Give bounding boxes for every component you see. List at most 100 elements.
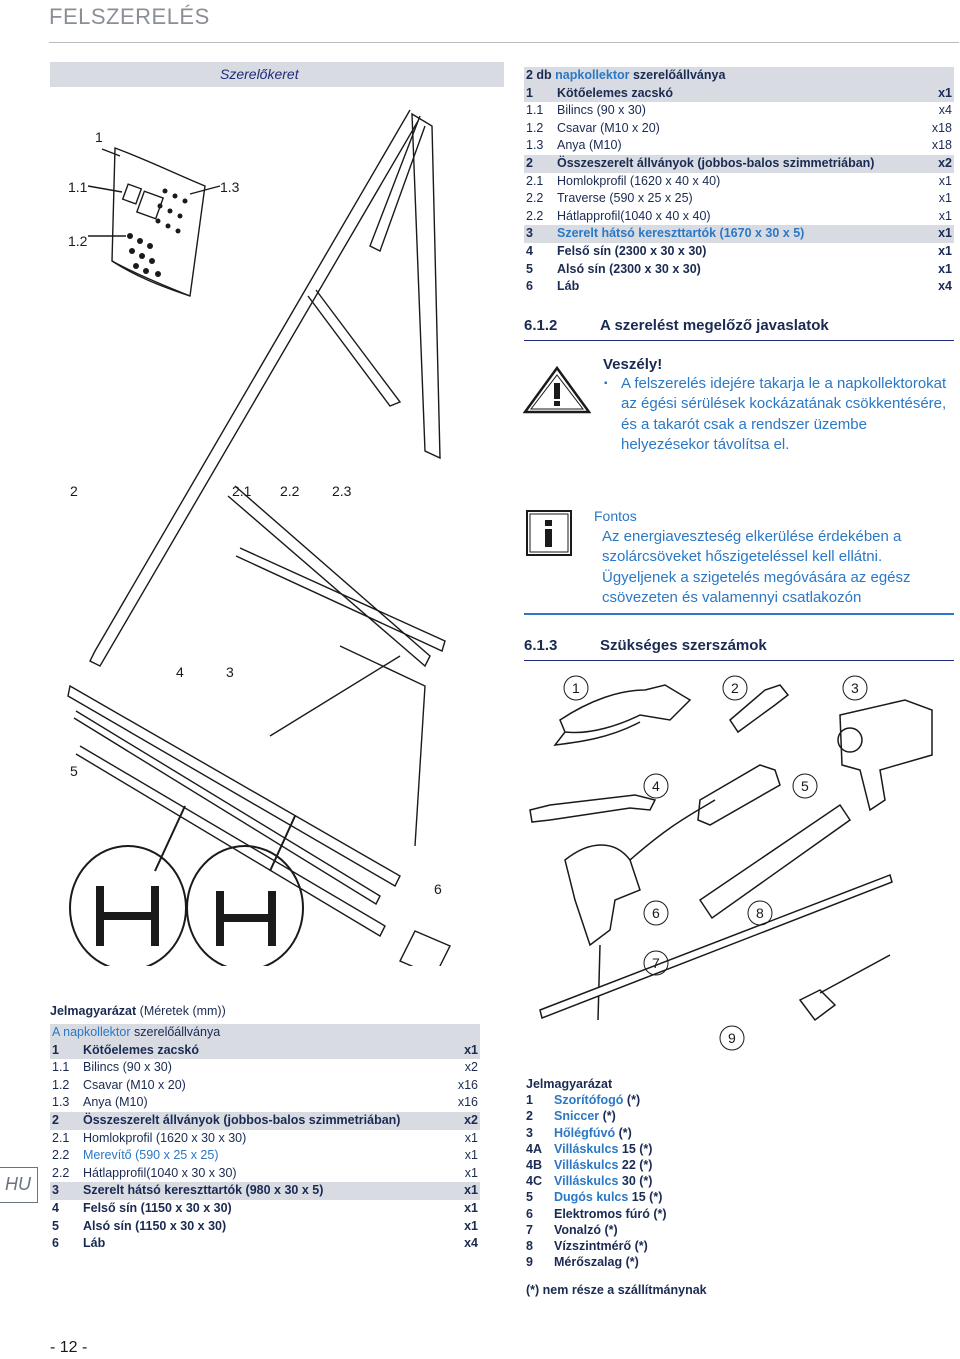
row-quantity: x4 — [464, 1236, 478, 1251]
row-number: 2.1 — [526, 173, 544, 188]
page-title: FELSZERELÉS — [49, 4, 210, 29]
spirit-level-icon — [698, 803, 852, 920]
row-quantity: x16 — [457, 1095, 478, 1110]
row-number: 2.1 — [52, 1130, 70, 1145]
row-text: Homlokprofil (1620 x 40 x 40) — [557, 173, 721, 188]
label-2-1: 2.1 — [232, 483, 252, 499]
row-number: 1.3 — [526, 138, 544, 153]
wrench-icon — [529, 794, 657, 823]
row-text: Alsó sín (2300 x 30 x 30) — [557, 261, 701, 276]
section-rule — [524, 340, 954, 341]
row-text: Alsó sín (1150 x 30 x 30) — [83, 1218, 227, 1233]
tool-label-9: 9 — [728, 1030, 736, 1046]
danger-title: Veszély! — [603, 356, 663, 373]
row-text: Kötőelemes zacskó — [83, 1042, 200, 1057]
tool-suffix: 30 (*) — [618, 1174, 653, 1189]
row-quantity: x1 — [464, 1218, 478, 1233]
row-text: Bilincs (90 x 30) — [557, 103, 646, 118]
ruler-icon — [539, 874, 893, 1020]
tool-label-3: 3 — [851, 680, 859, 696]
row-number: 2.2 — [526, 208, 544, 223]
row-quantity: x2 — [464, 1060, 478, 1075]
tool-name: Vonalzó (*) — [554, 1222, 618, 1237]
row-number: 4 — [52, 1200, 59, 1215]
tool-key: 4C — [526, 1174, 542, 1189]
row-text: Bilincs (90 x 30) — [83, 1060, 172, 1075]
warning-triangle-icon — [523, 366, 591, 414]
row-text: Anya (M10) — [557, 138, 622, 153]
row-quantity: x1 — [464, 1183, 478, 1198]
tool-key: 6 — [526, 1206, 533, 1221]
tool-name: Hőlégfúvó — [554, 1125, 616, 1140]
tool-name: Villáskulcs — [554, 1157, 619, 1172]
row-text: Traverse (590 x 25 x 25) — [557, 191, 693, 206]
row-quantity: x18 — [931, 138, 952, 153]
label-1-3: 1.3 — [220, 179, 240, 195]
tool-key: 3 — [526, 1125, 533, 1140]
tool-label-1: 1 — [572, 680, 580, 696]
row-number: 1.1 — [526, 103, 544, 118]
row-text: Összeszerelt állványok (jobbos-balos szi… — [557, 155, 875, 170]
row-number: 1 — [526, 85, 533, 100]
label-2: 2 — [70, 483, 78, 499]
row-number: 2.2 — [52, 1165, 70, 1180]
parts-table-heading: 2 db napkollektor szerelőállványa — [524, 67, 954, 85]
section-rule — [524, 660, 954, 661]
row-text: Homlokprofil (1620 x 30 x 30) — [83, 1130, 247, 1145]
row-quantity: x4 — [938, 103, 952, 118]
tool-suffix: (*) — [623, 1093, 641, 1108]
label-4: 4 — [176, 664, 184, 680]
row-quantity: x16 — [457, 1077, 478, 1092]
tool-label-6: 6 — [652, 905, 660, 921]
tool-suffix: (*) — [599, 1109, 616, 1124]
tool-name: Sniccer — [554, 1109, 600, 1124]
row-quantity: x1 — [464, 1165, 478, 1180]
row-quantity: x1 — [938, 243, 952, 258]
tool-name: Villáskulcs — [554, 1141, 619, 1156]
tool-suffix: 15 (*) — [628, 1190, 663, 1205]
tools-figure: 1 2 3 4 5 6 8 7 9 — [529, 675, 933, 1051]
row-quantity: x1 — [938, 208, 952, 223]
label-5: 5 — [70, 763, 78, 779]
row-number: 2 — [52, 1112, 59, 1127]
table-row: 1.3 Anya (M10) x18 — [524, 137, 954, 155]
row-quantity: x1 — [464, 1148, 478, 1163]
row-text: Felső sín (1150 x 30 x 30) — [83, 1200, 232, 1215]
tool-suffix: (*) — [622, 1255, 639, 1270]
table-row: 2 Összeszerelt állványok (jobbos-balos sz… — [50, 1111, 480, 1130]
legend-heading: Jelmagyarázat (Méretek (mm)) — [50, 1004, 226, 1018]
row-text: Hátlapprofil(1040 x 30 x 30) — [83, 1165, 237, 1180]
tool-suffix: 15 (*) — [618, 1141, 653, 1156]
table-row: 1.1 Bilincs (90 x 30) x4 — [524, 102, 954, 120]
row-number: 4 — [526, 243, 533, 258]
row-number: 5 — [52, 1218, 59, 1233]
row-number: 2.2 — [526, 191, 544, 206]
row-number: 1.2 — [52, 1077, 70, 1092]
language-tab: HU — [0, 1167, 38, 1203]
row-quantity: x2 — [464, 1112, 478, 1127]
row-text: Összeszerelt állványok (jobbos-balos szi… — [83, 1112, 401, 1127]
info-text: Az energiaveszteség elkerülése érdekében… — [602, 528, 911, 606]
info-rule — [524, 613, 954, 615]
label-1: 1 — [95, 129, 103, 145]
tool-key: 2 — [526, 1109, 533, 1124]
label-6: 6 — [434, 881, 442, 897]
row-number: 5 — [526, 261, 533, 276]
tool-key: 9 — [526, 1255, 533, 1270]
tool-key: 4A — [526, 1141, 542, 1156]
